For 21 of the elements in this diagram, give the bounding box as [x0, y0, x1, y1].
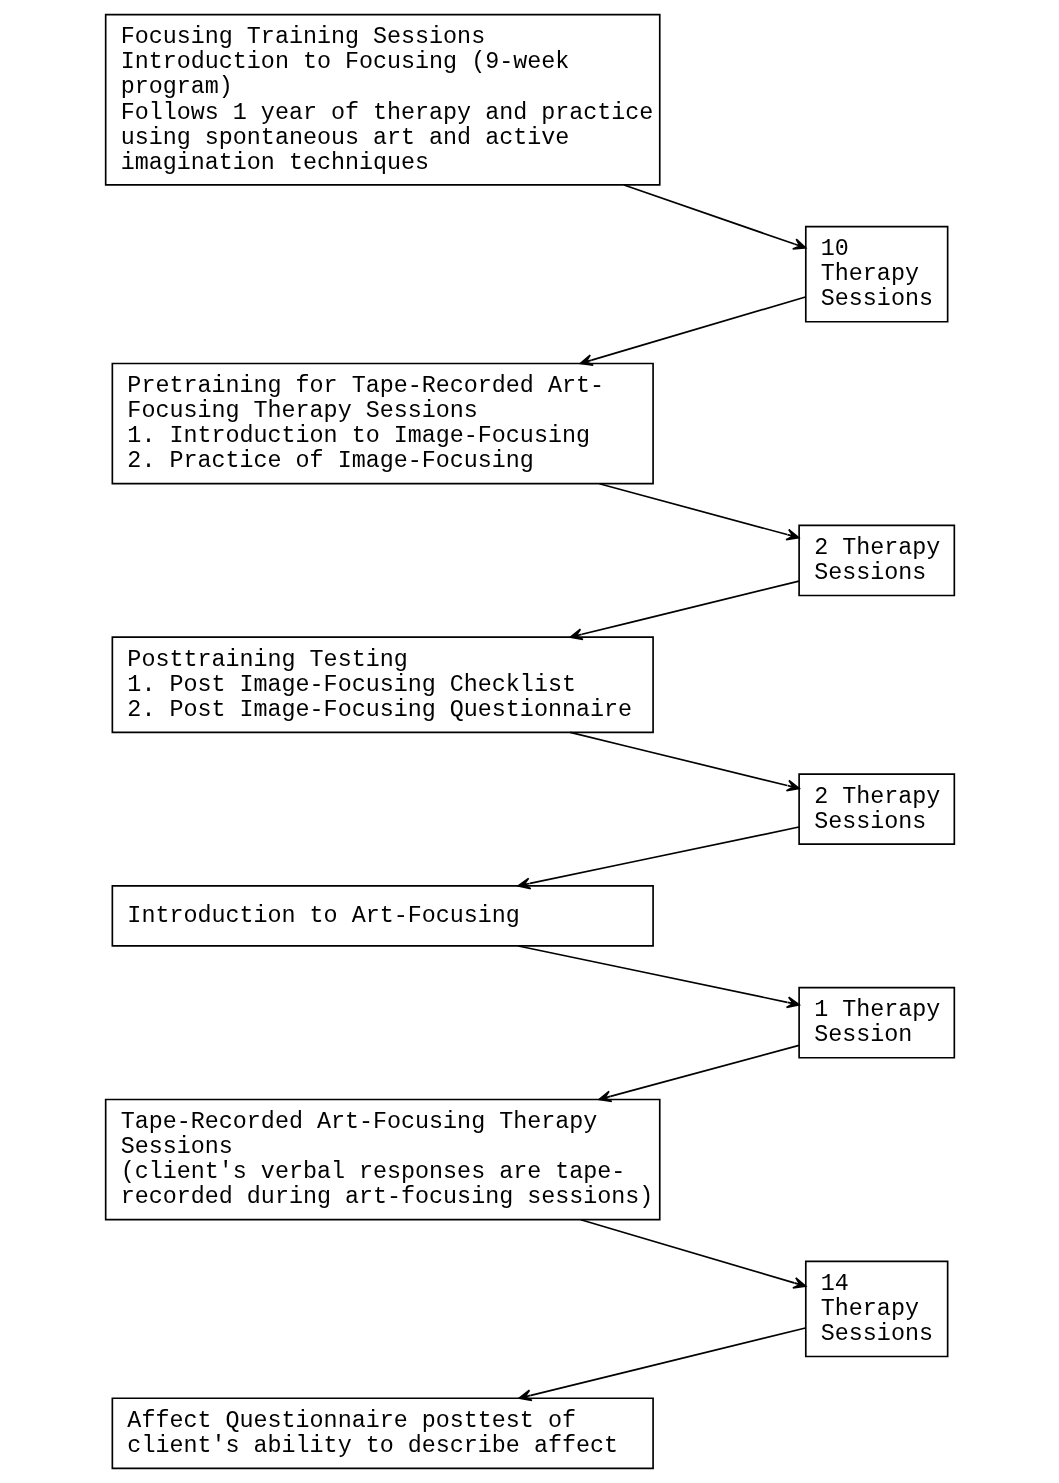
node-box: Affect Questionnaire posttest of client's ability to describe affect	[111, 1397, 654, 1470]
arrow	[579, 1218, 806, 1289]
node-box: 14 Therapy Sessions	[804, 1260, 948, 1358]
arrow	[568, 731, 800, 792]
node-box: Posttraining Testing 1. Post Image-Focusing Checklist 2. Post Image-Focusing Questionnaire	[111, 636, 654, 734]
arrow	[518, 1327, 806, 1402]
arrow	[598, 482, 800, 541]
arrow	[579, 296, 806, 366]
node-box: 10 Therapy Sessions	[804, 225, 948, 323]
node-box: 2 Therapy Sessions	[797, 524, 955, 597]
arrow	[517, 945, 800, 1009]
node-box: Pretraining for Tape-Recorded Art-Focusing Therapy Sessions 1. Introduction to Image-Focusing 2. Practice of Image-Focusing	[111, 362, 654, 485]
node-box: Focusing Training Sessions Introduction to Focusing (9-week program) Follows 1 year of therapy and practice using spontaneous art and active imagination techniques	[104, 13, 661, 186]
arrow	[569, 580, 800, 641]
node-box: 2 Therapy Sessions	[797, 773, 955, 845]
arrow	[516, 826, 800, 890]
node-box: Tape-Recorded Art-Focusing Therapy Sessions (client's verbal responses are tape-recorded during art-focusing sessions)	[104, 1098, 661, 1221]
node-box: 1 Therapy Session	[797, 986, 955, 1059]
arrow	[622, 184, 806, 250]
node-box: Introduction to Art-Focusing	[111, 885, 654, 947]
arrow	[597, 1044, 800, 1103]
